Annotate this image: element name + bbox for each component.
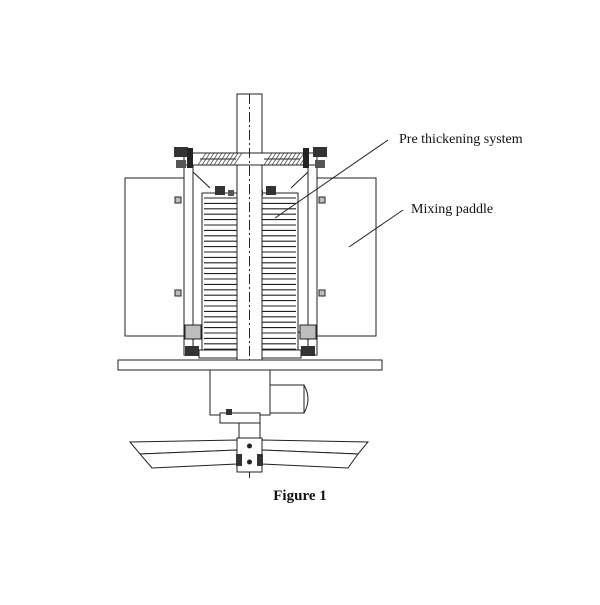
crossbar-hatch: [205, 152, 215, 166]
outlet-pipe: [269, 384, 305, 414]
lower-brace-left: [184, 324, 202, 340]
label-pre-thickening: Pre thickening system: [399, 132, 523, 147]
crossbar-hatch: [201, 152, 211, 166]
paddle-bolt: [174, 196, 182, 204]
crossbar-bolt-right: [313, 147, 327, 157]
crossbar-bolt-left: [174, 147, 188, 157]
support-platform: [117, 359, 383, 371]
crossbar-hatch: [263, 152, 273, 166]
crossbar-bolt-right-nut: [315, 160, 325, 168]
drum-filter-plates: [204, 197, 296, 350]
housing-body: [209, 369, 271, 416]
crossbar-hatch: [221, 152, 231, 166]
hub-bolt-head: [257, 454, 263, 466]
bottom-scraper: [128, 437, 370, 473]
leader-pre-thickening: [274, 139, 389, 219]
left-paddle-blade: [124, 177, 188, 337]
crossbar-hatch: [283, 152, 293, 166]
drum-base-nut: [185, 346, 199, 356]
crossbar-hatch: [213, 152, 223, 166]
crossbar-hatch: [271, 152, 281, 166]
paddle-bolt: [318, 196, 326, 204]
crossbar-hatch: [279, 152, 289, 166]
paddle-bolt: [174, 289, 182, 297]
crossbar-hatch: [267, 152, 277, 166]
crossbar-hatch: [225, 152, 235, 166]
crossbar-hatch: [197, 152, 207, 166]
crossbar-hatch: [233, 152, 243, 166]
top-crossbar: [174, 147, 327, 168]
hub-bolt: [247, 443, 252, 449]
drum-clamp: [215, 186, 225, 195]
paddle-bolt: [318, 289, 326, 297]
mixing-paddle-blades: [124, 177, 377, 337]
figure-caption: Figure 1: [273, 488, 326, 504]
crossbar-hatch: [217, 152, 227, 166]
lower-brace-right: [299, 324, 317, 340]
crossbar-hatch: [295, 152, 305, 166]
crossbar-inner-bolt: [303, 148, 309, 168]
crossbar-hatch: [229, 152, 239, 166]
hub-bolt: [247, 459, 252, 465]
drum-base-nut: [301, 346, 315, 356]
crossbar-hatch: [275, 152, 285, 166]
crossbar-hatch: [287, 152, 297, 166]
hub-bolt-head: [236, 454, 242, 466]
label-mixing-paddle: Mixing paddle: [411, 202, 493, 217]
gearbox-housing: [209, 369, 309, 424]
crossbar-inner-bolt: [187, 148, 193, 168]
central-shaft: [236, 93, 263, 478]
drum-clamp: [228, 190, 234, 196]
shaft-lower: [238, 422, 261, 439]
crossbar-bolt-left-nut: [176, 160, 186, 168]
drum-clamp: [266, 186, 276, 195]
housing-bolt: [226, 409, 232, 415]
crossbar-hatch: [209, 152, 219, 166]
right-paddle-blade: [313, 177, 377, 337]
leader-mixing-paddle: [348, 209, 404, 248]
crossbar-hatch: [291, 152, 301, 166]
